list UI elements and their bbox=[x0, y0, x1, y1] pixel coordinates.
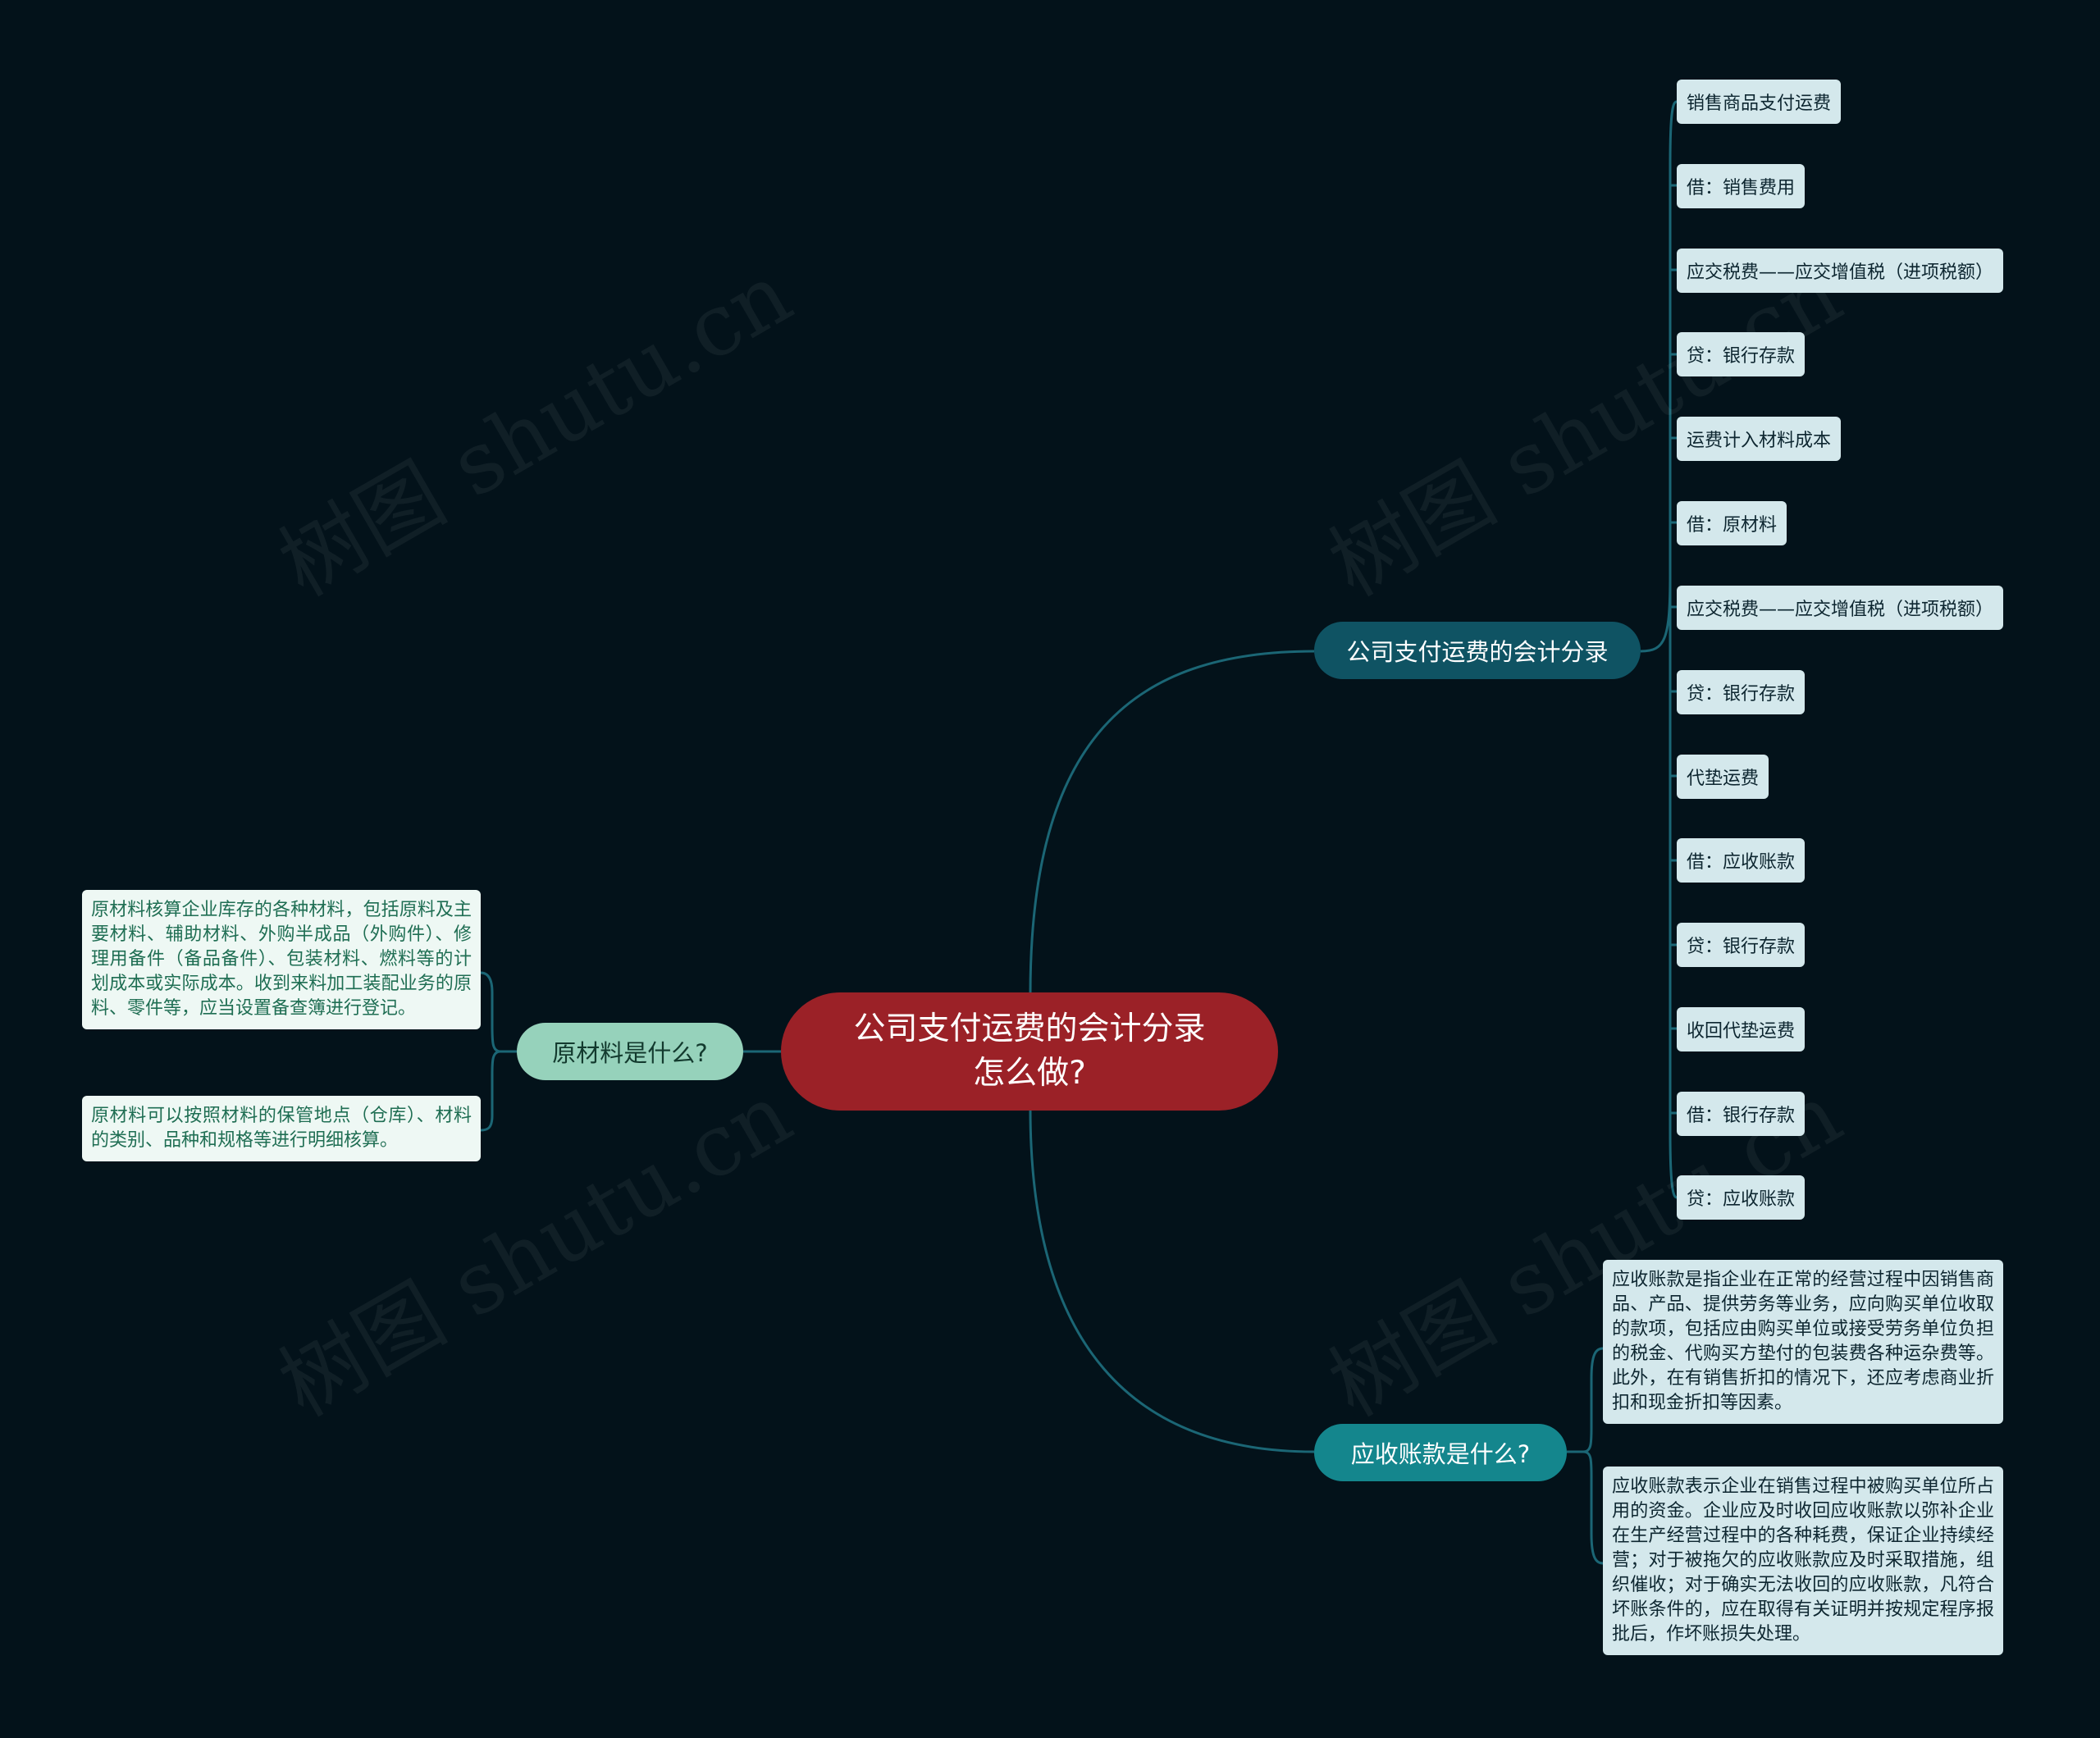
root-topic[interactable]: 公司支付运费的会计分录 怎么做? bbox=[781, 992, 1278, 1111]
connector-accounting-ticks bbox=[1670, 184, 1677, 1115]
leaf-item[interactable]: 销售商品支付运费 bbox=[1677, 80, 1842, 124]
root-topic-line1: 公司支付运费的会计分录 bbox=[853, 1010, 1206, 1047]
branch-receivable[interactable]: 应收账款是什么? bbox=[1314, 1424, 1567, 1481]
leaf-item[interactable]: 应交税费——应交增值税（进项税额） bbox=[1677, 586, 2004, 630]
leaf-item[interactable]: 贷：银行存款 bbox=[1677, 332, 1806, 376]
leaf-item[interactable]: 借：原材料 bbox=[1677, 501, 1787, 545]
receivable-definition-note[interactable]: 应收账款是指企业在正常的经营过程中因销售商品、产品、提供劳务等业务，应向购买单位… bbox=[1603, 1260, 2003, 1424]
connector-root-to-accounting bbox=[1029, 650, 1315, 995]
leaf-item[interactable]: 贷：应收账款 bbox=[1677, 1175, 1806, 1220]
leaf-item[interactable]: 借：销售费用 bbox=[1677, 164, 1806, 208]
connector-material-bracket bbox=[480, 971, 517, 1132]
branch-accounting-entries[interactable]: 公司支付运费的会计分录 bbox=[1314, 622, 1641, 679]
leaf-item[interactable]: 代垫运费 bbox=[1677, 755, 1769, 799]
leaf-item[interactable]: 运费计入材料成本 bbox=[1677, 417, 1842, 461]
root-topic-line2: 怎么做? bbox=[973, 1055, 1086, 1092]
leaf-item[interactable]: 贷：银行存款 bbox=[1677, 923, 1806, 967]
connector-root-to-receivable bbox=[1029, 1108, 1315, 1453]
branch-raw-material[interactable]: 原材料是什么? bbox=[517, 1023, 743, 1080]
raw-material-detail-note[interactable]: 原材料可以按照材料的保管地点（仓库）、材料的类别、品种和规格等进行明细核算。 bbox=[82, 1096, 481, 1161]
leaf-item[interactable]: 贷：银行存款 bbox=[1677, 670, 1806, 714]
raw-material-definition-note[interactable]: 原材料核算企业库存的各种材料，包括原料及主要材料、辅助材料、外购半成品（外购件）… bbox=[82, 890, 481, 1029]
leaf-item[interactable]: 收回代垫运费 bbox=[1677, 1007, 1806, 1051]
leaf-item[interactable]: 应交税费——应交增值税（进项税额） bbox=[1677, 249, 2004, 293]
leaf-item[interactable]: 借：应收账款 bbox=[1677, 838, 1806, 883]
receivable-management-note[interactable]: 应收账款表示企业在销售过程中被购买单位所占用的资金。企业应及时收回应收账款以弥补… bbox=[1603, 1467, 2003, 1655]
connector-receivable-bracket bbox=[1567, 1347, 1604, 1565]
leaf-item[interactable]: 借：银行存款 bbox=[1677, 1092, 1806, 1136]
connector-accounting-bracket bbox=[1640, 100, 1678, 1199]
